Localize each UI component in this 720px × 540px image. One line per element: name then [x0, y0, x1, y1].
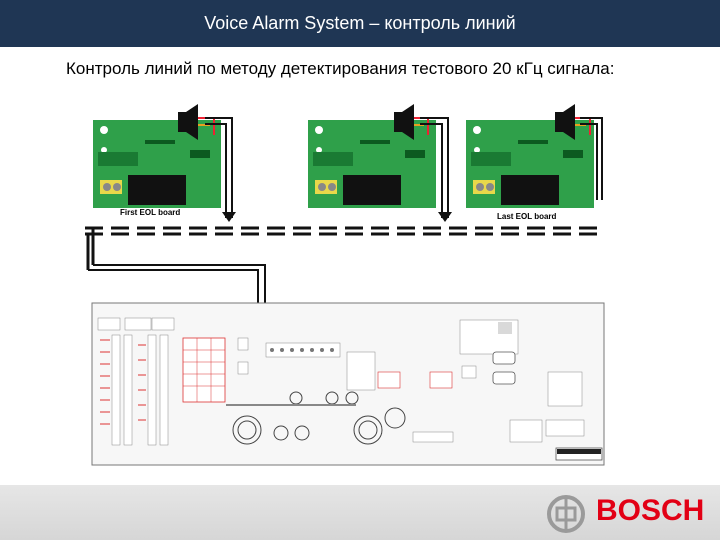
relay-1	[128, 175, 186, 205]
brand-name: BOSCH	[596, 494, 705, 527]
board-3-label: Last EOL board	[497, 212, 557, 221]
bosch-logo-icon	[547, 495, 585, 533]
board-1-label: First EOL board	[120, 208, 180, 217]
page-title: Voice Alarm System – контроль линий	[204, 13, 516, 33]
rear-panel	[91, 302, 605, 466]
eol-board-2	[308, 104, 452, 222]
relay-3	[501, 175, 559, 205]
eol-board-1: First EOL board	[93, 104, 236, 222]
eol-board-3: Last EOL board	[466, 104, 603, 221]
speaker-icon	[563, 104, 575, 140]
slide-subtitle: Контроль линий по методу детектирования …	[66, 59, 615, 78]
speaker-icon	[402, 104, 414, 140]
footer-bar	[0, 485, 720, 540]
title-bar: Voice Alarm System – контроль линий	[0, 0, 720, 47]
speaker-icon	[186, 104, 198, 140]
relay-2	[343, 175, 401, 205]
wiring-diagram: First EOL board Last EOL board	[85, 104, 605, 466]
